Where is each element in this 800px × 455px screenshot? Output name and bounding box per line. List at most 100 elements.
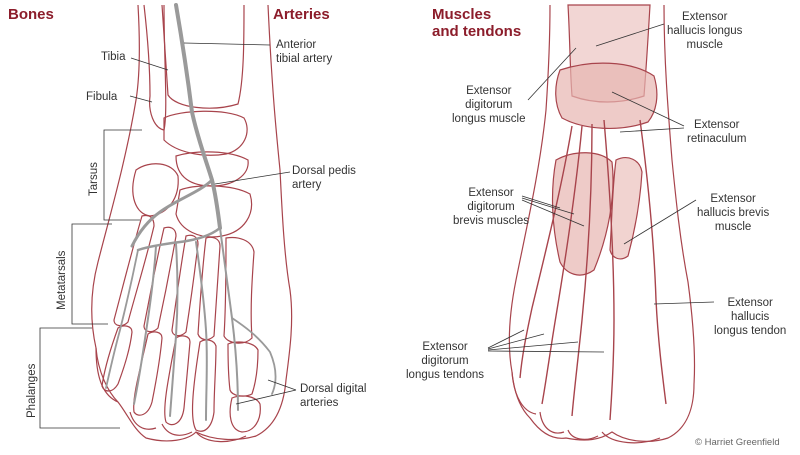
label-line: tibial artery: [276, 53, 333, 65]
label-ext-retinaculum: Extensor retinaculum: [687, 118, 746, 146]
tendon-toe-3: [571, 123, 593, 417]
metatarsal-1: [223, 236, 255, 344]
right-foot-drawing: [508, 4, 696, 444]
cuboid-bone: [132, 163, 179, 217]
label-line: arteries: [300, 397, 339, 409]
phalanx-toe-2: [191, 339, 217, 432]
metatarsal-artery-4: [133, 245, 157, 405]
label-phalanges: Phalanges: [26, 363, 38, 418]
left-foot-drawing: [91, 4, 293, 443]
leader-ext-digitorum-longus-muscle: [527, 47, 577, 101]
label-line: digitorum: [421, 355, 469, 367]
tendon-toe-1: [639, 119, 667, 405]
dorsal-pedis-artery-vessel: [130, 178, 214, 248]
label-line: Extensor: [682, 11, 728, 23]
navicular-bone: [175, 151, 249, 187]
label-metatarsals: Metatarsals: [56, 250, 68, 310]
leader-hallucis-longus-tendon: [653, 301, 715, 305]
label-line: longus tendon: [714, 325, 787, 337]
label-line: Extensor: [468, 187, 514, 199]
phalanx-toe-3: [164, 335, 191, 426]
extensor-tendons: [519, 119, 667, 421]
bracket-phalanges: [39, 327, 120, 429]
leader-lines: [39, 23, 715, 429]
label-line: Dorsal pedis: [292, 165, 356, 177]
leader-retinaculum-2: [619, 127, 685, 133]
label-ext-hallucis-longus-muscle: Extensor hallucis longus muscle: [667, 10, 742, 52]
right-toe-outlines: [511, 371, 661, 444]
label-line: artery: [292, 179, 322, 191]
label-line: Anterior: [276, 39, 317, 51]
leader-dorsal-pedis-artery: [214, 171, 291, 185]
label-fibula: Fibula: [86, 91, 118, 103]
label-ext-digitorum-longus-tendons: Extensor digitorum longus tendons: [406, 340, 484, 382]
leader-hallucis-brevis: [623, 199, 697, 245]
talus-bone: [163, 110, 248, 156]
label-line: Extensor: [710, 193, 756, 205]
tendon-toe-4: [541, 125, 583, 405]
phalanx-toe-4: [133, 331, 163, 416]
phalanx-big-toe-proximal: [227, 341, 259, 397]
label-line: Extensor: [694, 119, 740, 131]
label-line: Extensor: [466, 85, 512, 97]
heading-arteries: Arteries: [273, 6, 330, 23]
tendon-toe-5: [519, 125, 573, 379]
extensor-retinaculum-band: [555, 62, 658, 129]
leader-dorsal-digital-1: [267, 379, 297, 391]
left-foot-outline: [91, 4, 293, 442]
label-line: longus tendons: [406, 369, 485, 381]
extensor-hallucis-brevis-belly: [609, 157, 643, 260]
label-line: muscle: [714, 221, 752, 233]
phalanx-big-toe-distal: [229, 395, 261, 433]
leader-brevis-1: [521, 195, 561, 209]
leader-fibula: [129, 95, 153, 103]
bracket-metatarsals: [71, 223, 112, 325]
leader-ext-hallucis-longus-muscle: [595, 23, 665, 47]
heading-muscles-line1: Muscles: [432, 6, 492, 23]
tibia-bone: [161, 4, 245, 109]
heading-muscles-line2: and tendons: [432, 23, 522, 40]
arcuate-artery-vessel: [136, 226, 222, 252]
label-line: hallucis brevis: [697, 207, 770, 219]
leader-dl-tendon-4: [487, 350, 605, 353]
bracket-tarsus: [103, 129, 142, 221]
heading-bones: Bones: [8, 6, 54, 23]
leader-brevis-2: [521, 197, 575, 215]
label-ext-hallucis-brevis-muscle: Extensor hallucis brevis muscle: [697, 192, 769, 234]
metatarsal-artery-3: [169, 243, 179, 417]
label-line: retinaculum: [687, 133, 747, 145]
leader-retinaculum-1: [611, 91, 685, 127]
anterior-tibial-artery-vessel: [174, 3, 222, 230]
metatarsal-artery-2: [195, 241, 208, 421]
label-tarsus: Tarsus: [88, 162, 100, 196]
label-line: muscle: [686, 39, 723, 51]
label-ext-hallucis-longus-tendon: Extensor hallucis longus tendon: [714, 296, 786, 338]
label-ext-digitorum-longus-muscle: Extensor digitorum longus muscle: [452, 84, 526, 126]
leader-tibia: [130, 57, 169, 71]
label-line: longus muscle: [452, 113, 526, 125]
label-line: brevis muscles: [453, 215, 530, 227]
right-foot-outline: [508, 4, 696, 442]
leader-dorsal-digital-2: [235, 389, 297, 405]
artery-network: [105, 3, 277, 421]
leader-anterior-tibial-artery: [183, 42, 271, 46]
label-line: Extensor: [727, 297, 773, 309]
label-line: Extensor: [422, 341, 468, 353]
leader-dl-tendon-2: [487, 333, 545, 350]
leader-dl-tendon-1: [487, 329, 525, 349]
label-dorsal-pedis-artery: Dorsal pedis artery: [292, 164, 356, 192]
label-line: digitorum: [465, 99, 513, 111]
metatarsal-2: [197, 236, 221, 341]
label-anterior-tibial-artery: Anterior tibial artery: [276, 38, 332, 66]
dorsal-digital-branch: [231, 317, 277, 395]
toe-outlines: [95, 347, 247, 443]
phalanx-toe-5: [101, 325, 133, 392]
leader-dl-tendon-3: [487, 341, 579, 351]
label-line: hallucis longus: [667, 25, 743, 37]
label-ext-digitorum-brevis-muscles: Extensor digitorum brevis muscles: [453, 186, 529, 228]
fibula-bone: [143, 4, 167, 131]
extensor-digitorum-brevis-belly: [551, 152, 614, 276]
leader-brevis-3: [521, 199, 585, 227]
